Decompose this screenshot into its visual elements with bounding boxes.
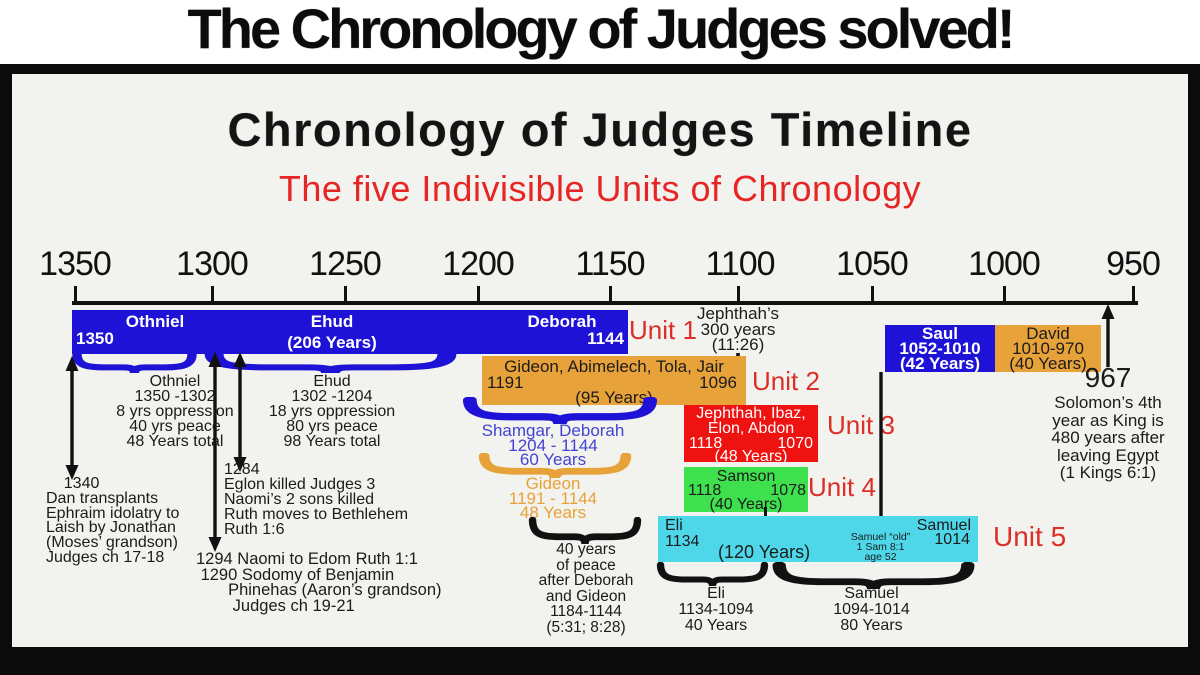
unit5-duration: (120 Years) [718,542,811,562]
eglon-1284-note: 1284 Eglon killed Judges 3 Naomi’s 2 son… [224,461,409,538]
unit3-bar: Jephthah, Ibaz, Elon, Abdon 1118 1070 (4… [684,405,818,465]
unit3-duration: (48 Years) [714,448,788,465]
axis-year-1250: 1250 [309,245,382,283]
axis-tick [211,286,214,302]
unit5-eli: Eli [665,517,683,534]
unit4-label: Unit 4 [808,472,876,502]
axis-year-1300: 1300 [176,245,249,283]
axis-tick [74,286,77,302]
unit5-eli-start: 1134 [665,533,700,550]
unit3-start-year: 1118 [689,435,723,452]
axis-year-1150: 1150 [575,245,645,283]
axis-year-1100: 1100 [705,245,775,283]
unit2-end-year: 1096 [699,373,737,392]
unit2-names: Gideon, Abimelech, Tola, Jair [504,357,724,376]
axis-tick [1003,286,1006,302]
chart-subtitle: The five Indivisible Units of Chronology [278,168,922,209]
unit1-judge-othniel: Othniel [125,312,185,331]
unit1-judge-ehud: Ehud [310,312,354,331]
solomon-note: Solomon’s 4th year as King is 480 years … [1051,393,1165,482]
othniel-column-note: Othniel 1350 -1302 8 yrs oppression 40 y… [116,373,234,450]
eli-years-note: Eli 1134-1094 40 Years [678,585,754,634]
brace-peace [528,517,642,544]
brace-samuel [772,562,975,589]
arrow-othniel-double [65,356,79,480]
unit5-samuel-old-note: Samuel “old” 1 Sam 8:1 age 52 [850,531,911,563]
chart-title: Chronology of Judges Timeline [227,103,973,156]
axis-year-1000: 1000 [968,245,1041,283]
unit1-bar: Othniel 1350 Ehud (206 Years) Deborah 11… [72,310,628,354]
axis-tick [344,286,347,302]
unit4-end-year: 1078 [770,482,806,499]
axis-tick [871,286,874,302]
brace-othniel [72,352,197,373]
unit3-label: Unit 3 [827,410,895,440]
unit3-names: Jephthah, Ibaz, Elon, Abdon [696,405,806,437]
unit1-duration: (206 Years) [287,333,377,352]
david-box-text: David 1010-970 (40 Years) [1009,324,1087,373]
peace-40-years-note: 40 years of peace after Deborah and Gide… [538,541,634,636]
unit2-bar: Gideon, Abimelech, Tola, Jair 1191 1096 … [482,356,746,407]
unit2-label: Unit 2 [752,366,820,396]
axis-year-1200: 1200 [442,245,515,283]
unit2-duration: (95 Years) [575,388,653,407]
saul-box-text: Saul 1052-1010 (42 Years) [899,324,981,373]
unit4-start-year: 1118 [688,482,722,499]
david-box: David 1010-970 (40 Years) [995,325,1101,372]
axis-tick [477,286,480,302]
axis-year-1350: 1350 [39,245,112,283]
unit1-judge-deborah: Deborah [527,312,597,331]
solomon-year: 967 [1084,362,1132,393]
unit2-start-year: 1191 [487,373,524,392]
unit5-samuel: Samuel [916,517,971,534]
unit1-start-year: 1350 [76,329,114,348]
arrow-967-up [1101,304,1115,367]
arrow-saul-to-samuel-old [874,372,888,536]
unit5-label: Unit 5 [993,521,1067,552]
naomi-1294-note: 1294 Naomi to Edom Ruth 1:1 1290 Sodomy … [196,550,442,615]
unit1-label: Unit 1 [629,315,697,345]
axis-tick [737,286,740,302]
axis-year-950: 950 [1106,245,1161,283]
banner-title: The Chronology of Judges solved! [187,0,1016,60]
unit5-end-year: 1014 [934,531,970,548]
unit5-bar: Eli 1134 (120 Years) Samuel “old” 1 Sam … [658,516,978,562]
unit4-duration: (40 Years) [709,496,783,513]
axis-tick [609,286,612,302]
axis-year-1050: 1050 [836,245,909,283]
arrow-1284-double [233,352,247,472]
arrow-1294-double [208,352,222,552]
brace-gideon [478,453,632,478]
axis-tick [1132,286,1135,302]
unit1-end-year: 1144 [587,329,624,348]
axis-line [72,301,1138,305]
jephthah-300-years-note: Jephthah’s 300 years (11:26) [697,304,779,354]
saul-box: Saul 1052-1010 (42 Years) [885,325,995,372]
gideon-note: Gideon 1191 - 1144 48 Years [508,474,598,522]
ehud-column-note: Ehud 1302 -1204 18 yrs oppression 80 yrs… [268,373,396,450]
brace-shamgar-deborah [462,397,658,424]
unit4-name: Samson [716,468,776,485]
unit4-bar: Samson 1118 1078 (40 Years) [684,467,808,513]
brace-eli [656,562,769,586]
unit3-end-year: 1070 [777,435,813,452]
dan-1340-note: 1340 Dan transplants Ephraim idolatry to… [46,475,180,566]
shamgar-deborah-note: Shamgar, Deborah 1204 - 1144 60 Years [481,421,625,469]
samuel-years-note: Samuel 1094-1014 80 Years [833,585,910,634]
